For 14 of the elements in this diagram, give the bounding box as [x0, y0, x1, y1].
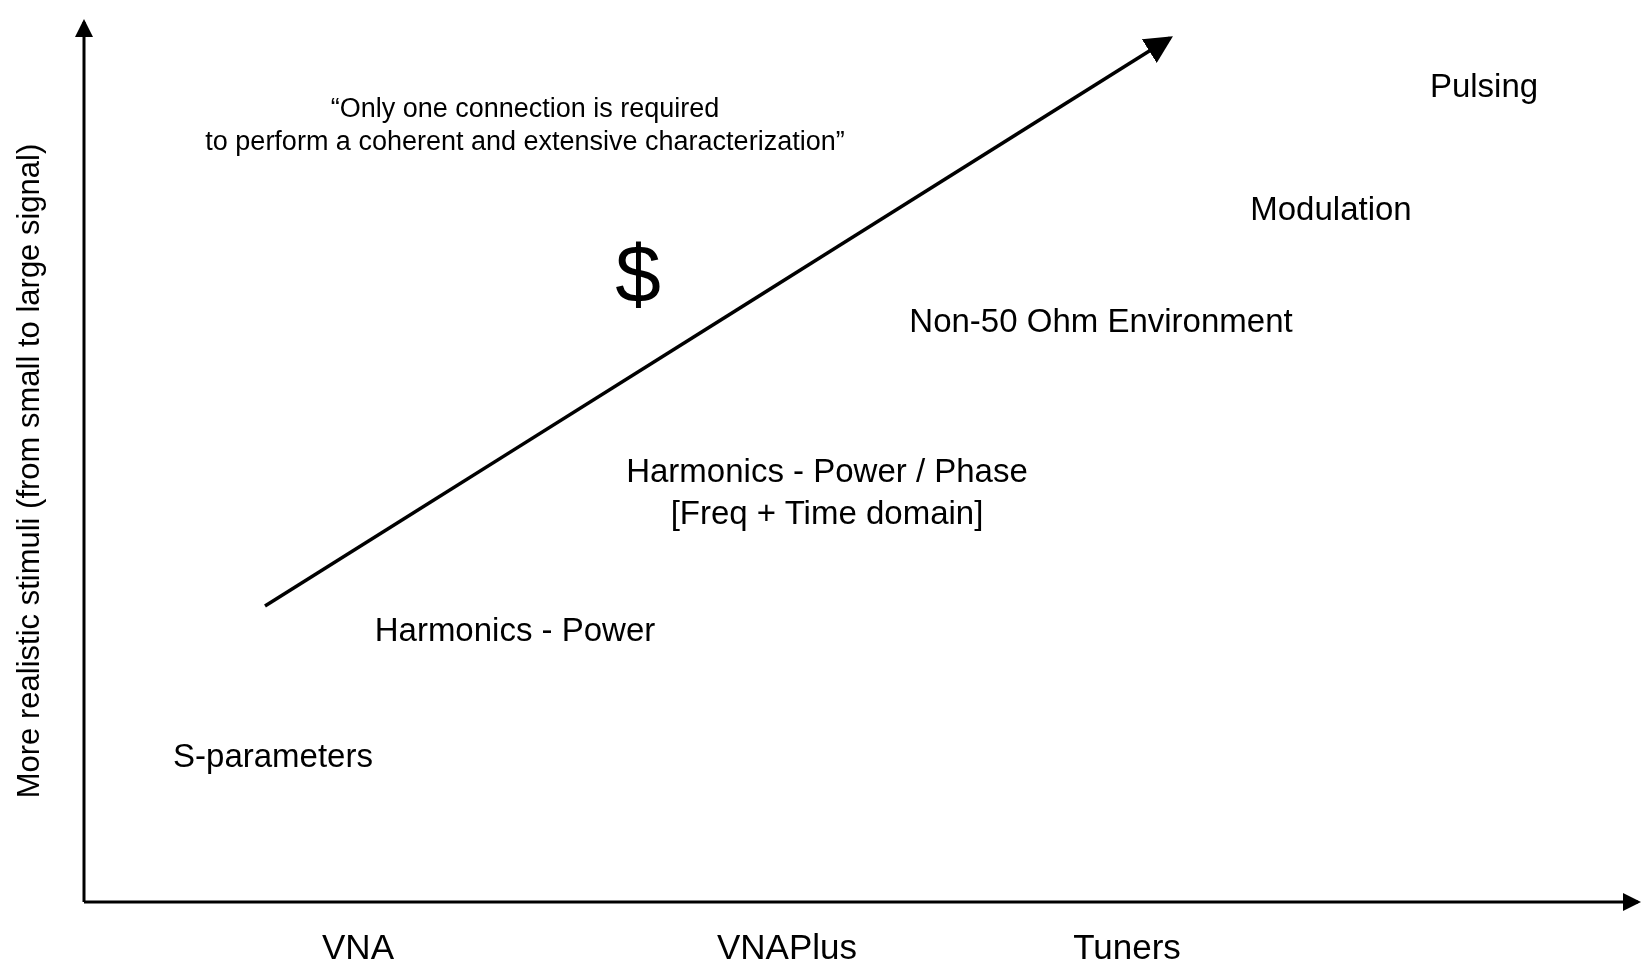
capability-label: Pulsing: [1429, 67, 1539, 105]
quote-text: “Only one connection is required: [330, 94, 720, 124]
axis-category-label: Tuners: [1073, 927, 1181, 967]
axis-category-label: VNAPlus: [716, 927, 858, 967]
axis-category-label: VNA: [322, 927, 394, 967]
capability-label: Non-50 Ohm Environment: [909, 302, 1293, 340]
capability-label: [Freq + Time domain]: [670, 494, 984, 532]
capability-label: Harmonics - Power: [374, 611, 656, 649]
quote-text: to perform a coherent and extensive characterization”: [205, 127, 845, 157]
capability-label: Modulation: [1250, 190, 1412, 228]
capability-label: Harmonics - Power / Phase: [626, 452, 1028, 490]
axis-title: More realistic stimuli (from small to large signal): [11, 143, 47, 799]
capability-label: S-parameters: [173, 737, 373, 775]
cost-symbol: $: [615, 228, 661, 320]
